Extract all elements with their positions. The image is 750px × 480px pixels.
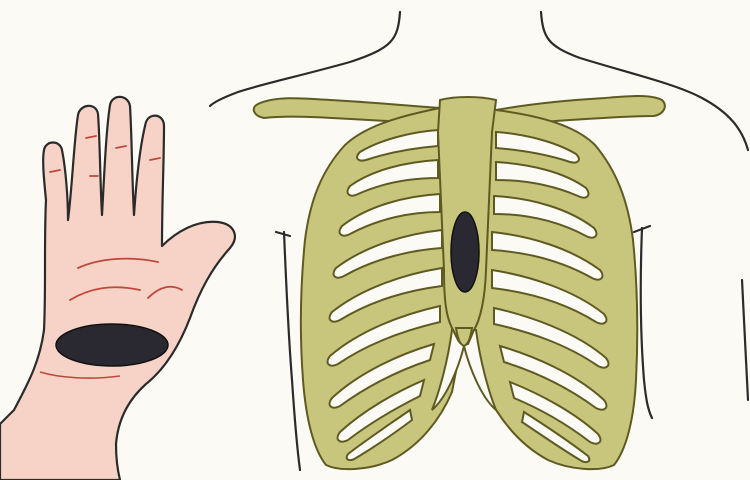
right-side-line	[742, 280, 748, 400]
left-arm-line	[284, 232, 300, 470]
lower-sternum-marker	[451, 212, 479, 292]
neck-left-line	[210, 12, 400, 106]
palm-hand-icon	[0, 97, 235, 480]
hand-shape	[0, 97, 235, 480]
heel-of-hand-marker	[56, 324, 168, 366]
right-arm-line	[641, 228, 652, 418]
